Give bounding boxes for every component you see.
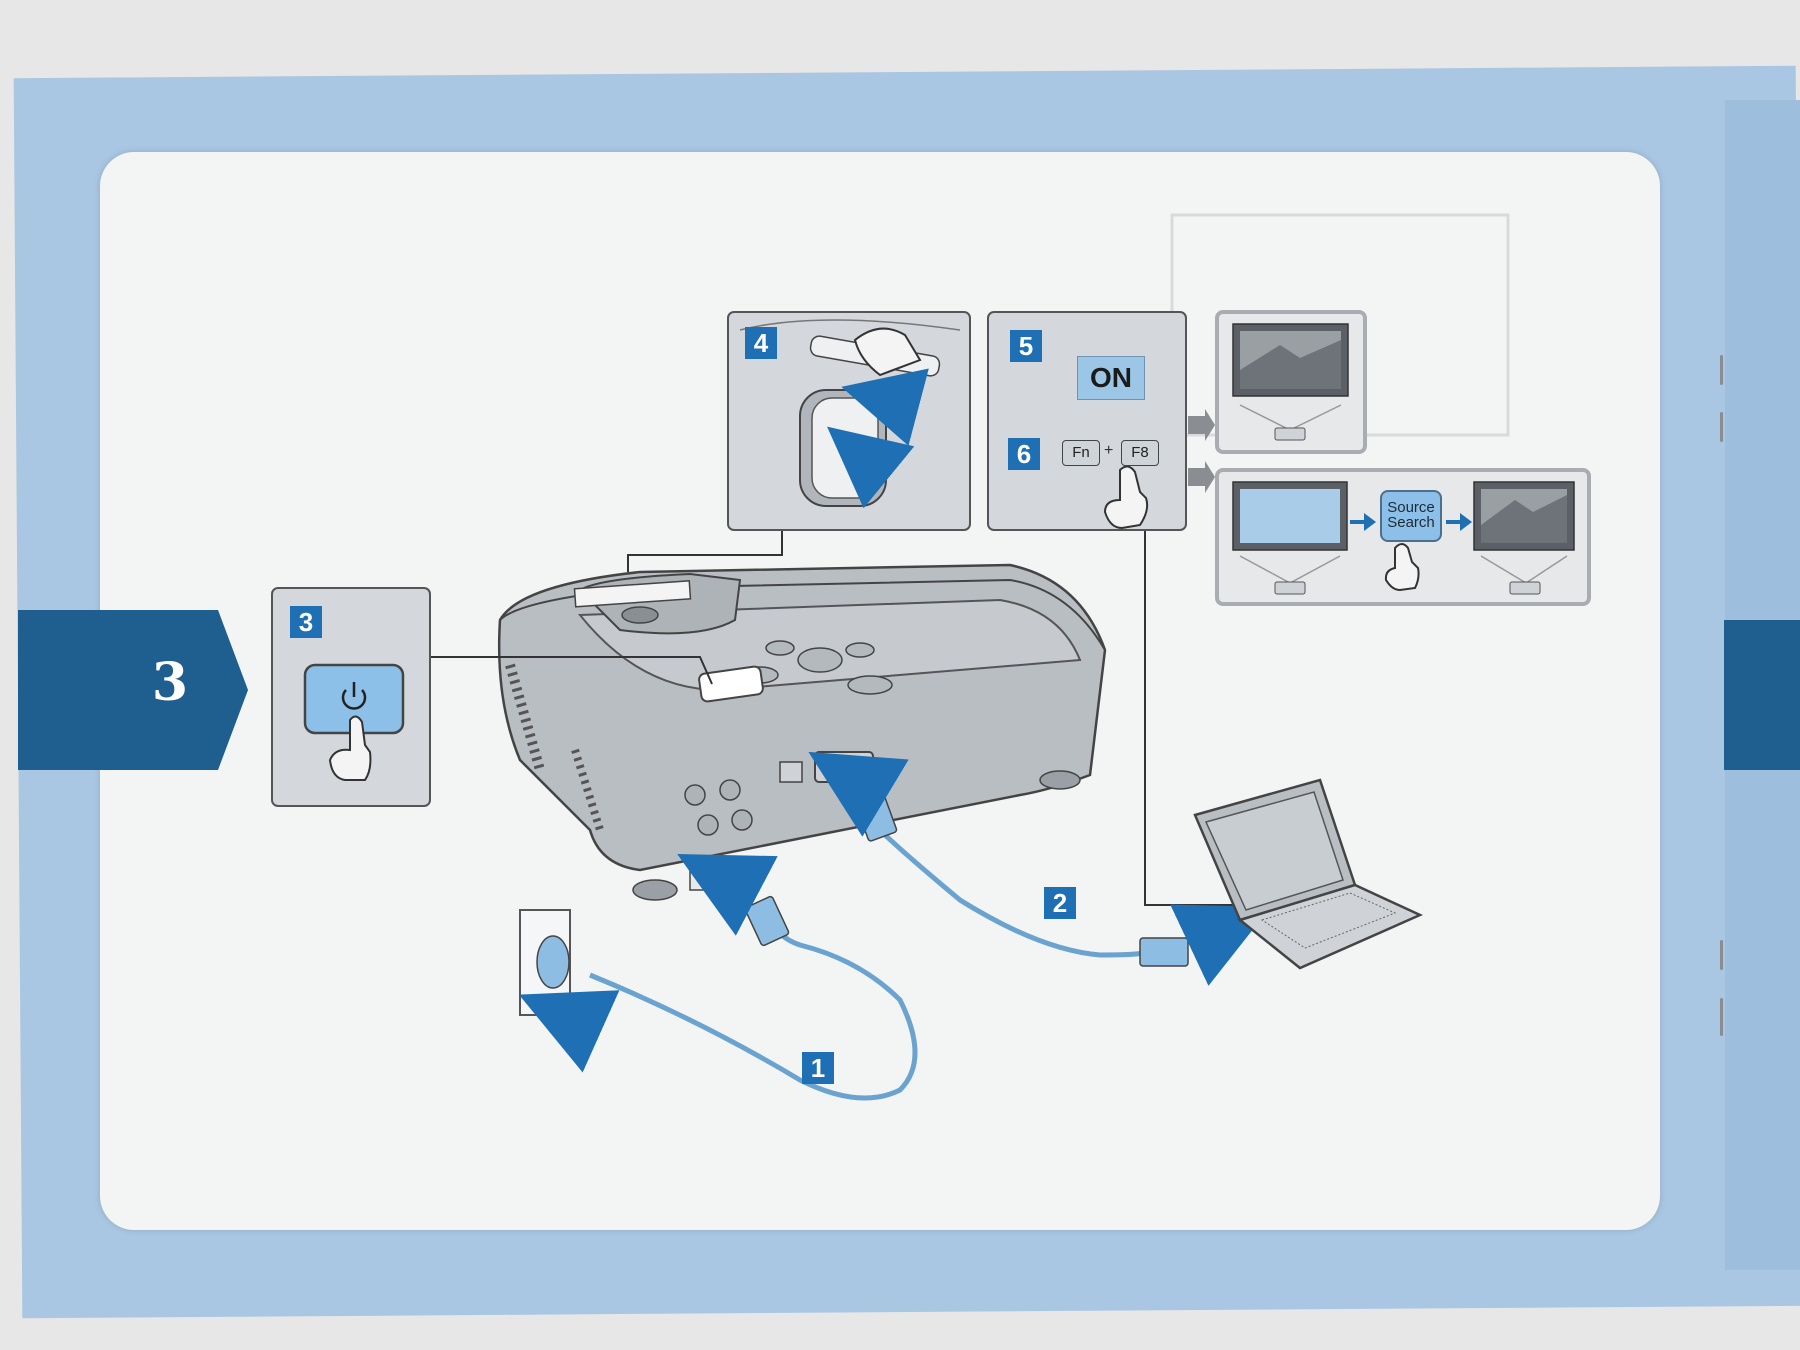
step-label-5: 5 [1010, 330, 1042, 362]
fn-key: Fn [1062, 440, 1100, 466]
f8-key: F8 [1121, 440, 1159, 466]
staple-bottom-2 [1720, 998, 1723, 1036]
key-plus: + [1104, 442, 1114, 459]
right-section-band [1724, 620, 1800, 770]
source-search-button: Source Search [1380, 490, 1442, 542]
step-label-2: 2 [1044, 887, 1076, 919]
step-label-1: 1 [802, 1052, 834, 1084]
hand-pointer-icon [1103, 465, 1149, 530]
source-search-line1: Source [1387, 499, 1435, 516]
power-cable [518, 854, 918, 1101]
step-label-6: 6 [1008, 438, 1040, 470]
hand-pointer-icon [328, 715, 372, 781]
staple-top [1720, 355, 1723, 385]
laptop-icon [1193, 778, 1424, 970]
step-label-4: 4 [745, 327, 777, 359]
staple-top-2 [1720, 412, 1723, 442]
staple-bottom [1720, 940, 1723, 970]
section-tab [18, 610, 248, 770]
step-label-3: 3 [290, 606, 322, 638]
source-search-line2: Search [1387, 514, 1435, 531]
section-number: 3 [151, 652, 189, 713]
projector-icon [497, 563, 1107, 901]
power-icon [341, 682, 367, 710]
vga-cable [808, 751, 1271, 986]
hand-pointer-icon [1384, 543, 1420, 592]
on-indicator: ON [1077, 356, 1145, 400]
